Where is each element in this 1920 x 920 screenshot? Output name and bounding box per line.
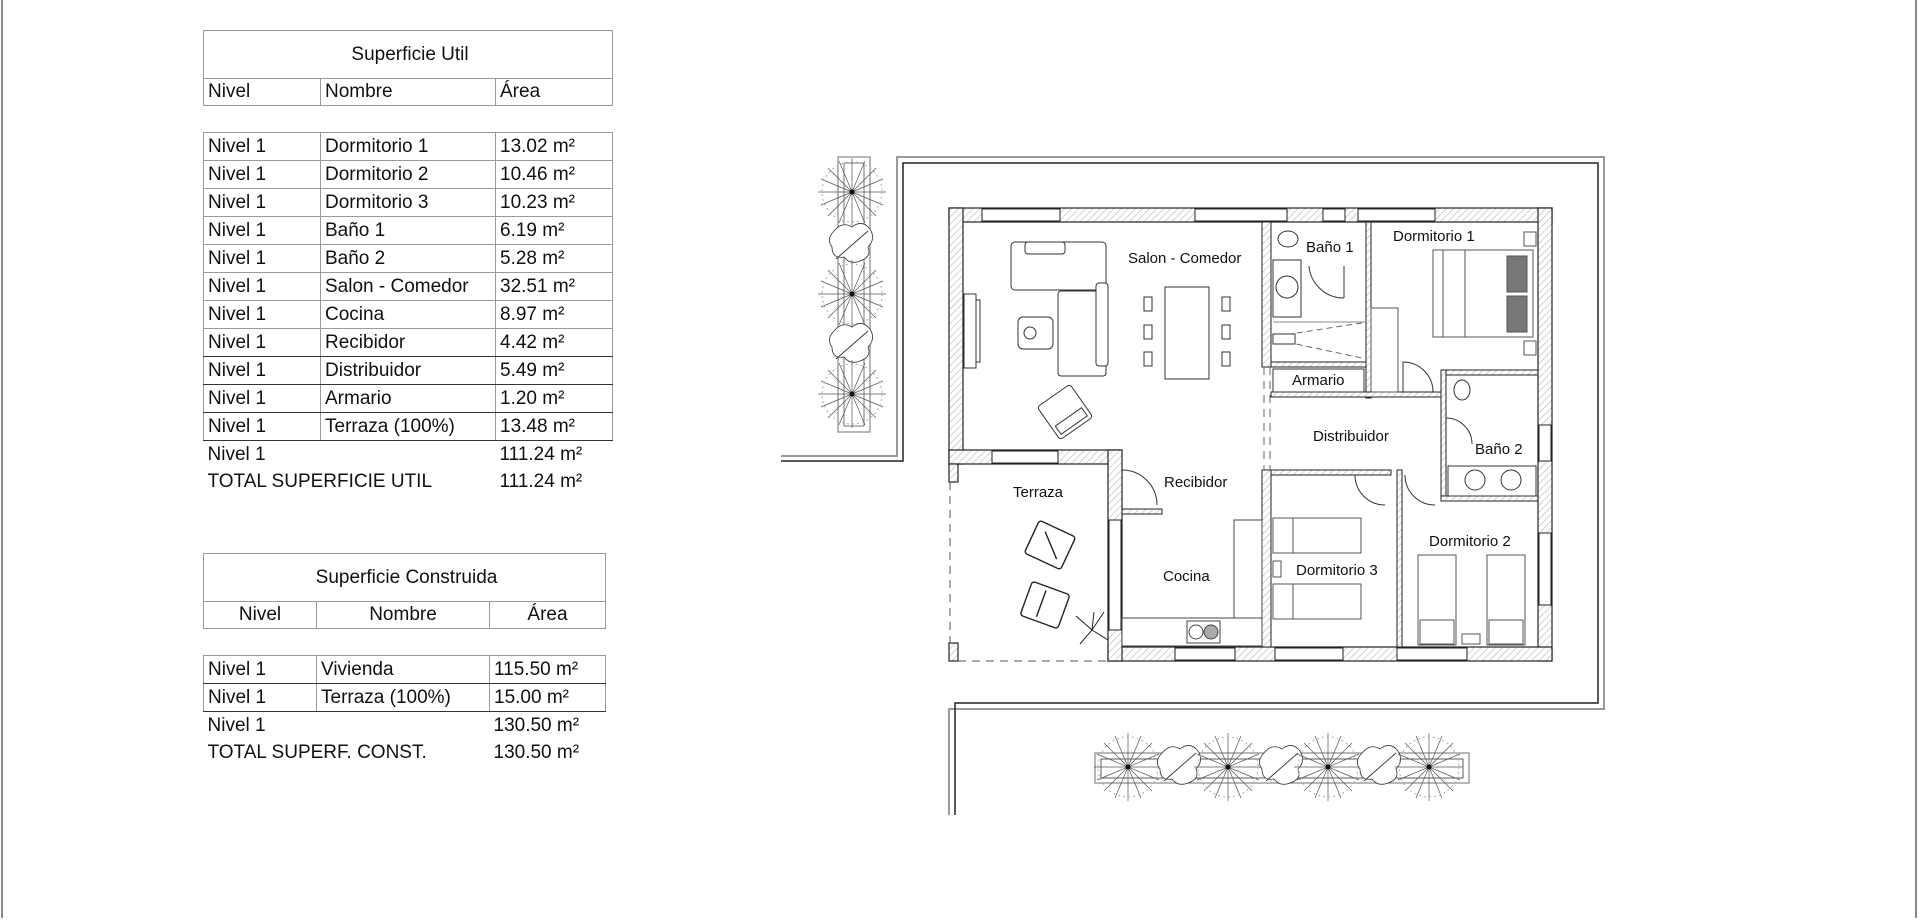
cell-nombre: Dormitorio 1 (320, 132, 496, 161)
header-nivel: Nivel (203, 78, 321, 106)
subtotal-row: Nivel 1 111.24 m² (204, 441, 613, 469)
terrace-chairs (1020, 520, 1076, 629)
kitchen-counters (1121, 519, 1263, 647)
superficie-construida-schedule: Superficie Construida Nivel Nombre Área … (203, 553, 606, 766)
label-terraza: Terraza (1013, 484, 1064, 501)
cell-area: 5.49 m² (495, 356, 613, 385)
terrace-outline (949, 482, 1108, 662)
header-area: Área (495, 78, 613, 106)
header-nombre: Nombre (316, 601, 490, 629)
dining-table (1143, 286, 1231, 380)
label-dormitorio-1: Dormitorio 1 (1393, 228, 1475, 245)
cell-nombre: Cocina (320, 300, 496, 329)
planter-left (817, 156, 887, 433)
armario (1272, 368, 1365, 393)
superficie-util-schedule: Superficie Util Nivel Nombre Área Nivel … (203, 30, 613, 495)
cell-nivel: Nivel 1 (203, 188, 321, 217)
windows (981, 208, 1552, 661)
total-row: TOTAL SUPERFICIE UTIL 111.24 m² (204, 468, 613, 495)
tv-unit (963, 293, 981, 369)
plot-boundary (781, 156, 1605, 815)
cell-area: 15.00 m² (489, 683, 606, 712)
cell-area: 8.97 m² (495, 300, 613, 329)
schedule-header-row: Nivel Nombre Área (203, 601, 606, 629)
header-nombre: Nombre (320, 78, 496, 106)
header-nivel: Nivel (203, 601, 317, 629)
cell-nombre: Salon - Comedor (320, 272, 496, 301)
sofa (1010, 241, 1109, 377)
header-area: Área (489, 601, 606, 629)
total-label: TOTAL SUPERFICIE UTIL (207, 470, 433, 492)
cell-area: 4.42 m² (495, 328, 613, 357)
label-salon-comedor: Salon - Comedor (1128, 250, 1241, 267)
schedule-header-row: Nivel Nombre Área (203, 78, 613, 106)
label-distribuidor: Distribuidor (1313, 428, 1389, 445)
beds-dormitorio2 (1404, 474, 1526, 646)
total-label: TOTAL SUPERF. CONST. (207, 741, 427, 763)
interior-walls (1121, 221, 1539, 648)
cell-nombre: Baño 1 (320, 216, 496, 245)
schedule-title: Superficie Util (203, 30, 613, 79)
armchair (1037, 384, 1093, 440)
cell-area: 13.02 m² (495, 132, 613, 161)
subtotal-area: 130.50 m² (493, 714, 580, 736)
subtotal-nivel: Nivel 1 (207, 443, 266, 465)
cell-area: 10.23 m² (495, 188, 613, 217)
door-dormitorio1 (1402, 361, 1434, 393)
cell-nivel: Nivel 1 (203, 132, 321, 161)
label-dormitorio-2: Dormitorio 2 (1429, 533, 1511, 550)
subtotal-area: 111.24 m² (499, 443, 583, 465)
schedule-title: Superficie Construida (203, 553, 606, 602)
cell-nombre: Recibidor (320, 328, 496, 357)
cell-nombre: Terraza (100%) (316, 683, 490, 712)
cell-nombre: Armario (320, 384, 496, 413)
bed-dormitorio1 (1370, 231, 1537, 393)
subtotal-nivel: Nivel 1 (207, 714, 266, 736)
cell-nombre: Terraza (100%) (320, 412, 496, 441)
cell-nivel: Nivel 1 (203, 412, 321, 441)
bano1-fixtures (1272, 230, 1366, 359)
cell-nivel: Nivel 1 (203, 683, 317, 712)
subtotal-row: Nivel 1 130.50 m² (204, 712, 606, 740)
label-bano-2: Baño 2 (1475, 441, 1523, 458)
cell-nivel: Nivel 1 (203, 300, 321, 329)
total-row: TOTAL SUPERF. CONST. 130.50 m² (204, 739, 606, 766)
cell-area: 6.19 m² (495, 216, 613, 245)
planter-bottom (1093, 732, 1470, 802)
bano2-fixtures (1445, 379, 1537, 497)
plant-pot (1075, 611, 1109, 645)
total-area: 130.50 m² (493, 741, 580, 763)
label-dormitorio-3: Dormitorio 3 (1296, 562, 1378, 579)
label-cocina: Cocina (1163, 568, 1210, 585)
cell-nombre: Dormitorio 3 (320, 188, 496, 217)
total-area: 111.24 m² (499, 470, 583, 492)
door-recibidor (1121, 469, 1158, 506)
label-bano-1: Baño 1 (1306, 239, 1354, 256)
cell-area: 115.50 m² (489, 655, 606, 684)
cell-area: 13.48 m² (495, 412, 613, 441)
cell-area: 32.51 m² (495, 272, 613, 301)
cell-nivel: Nivel 1 (203, 216, 321, 245)
label-armario: Armario (1292, 372, 1345, 389)
cell-area: 10.46 m² (495, 160, 613, 189)
room-labels: Salon - Comedor Baño 1 Dormitorio 1 Arma… (1013, 228, 1523, 585)
beds-dormitorio3 (1272, 474, 1386, 620)
cell-nivel: Nivel 1 (203, 160, 321, 189)
cell-nivel: Nivel 1 (203, 272, 321, 301)
label-recibidor: Recibidor (1164, 474, 1227, 491)
